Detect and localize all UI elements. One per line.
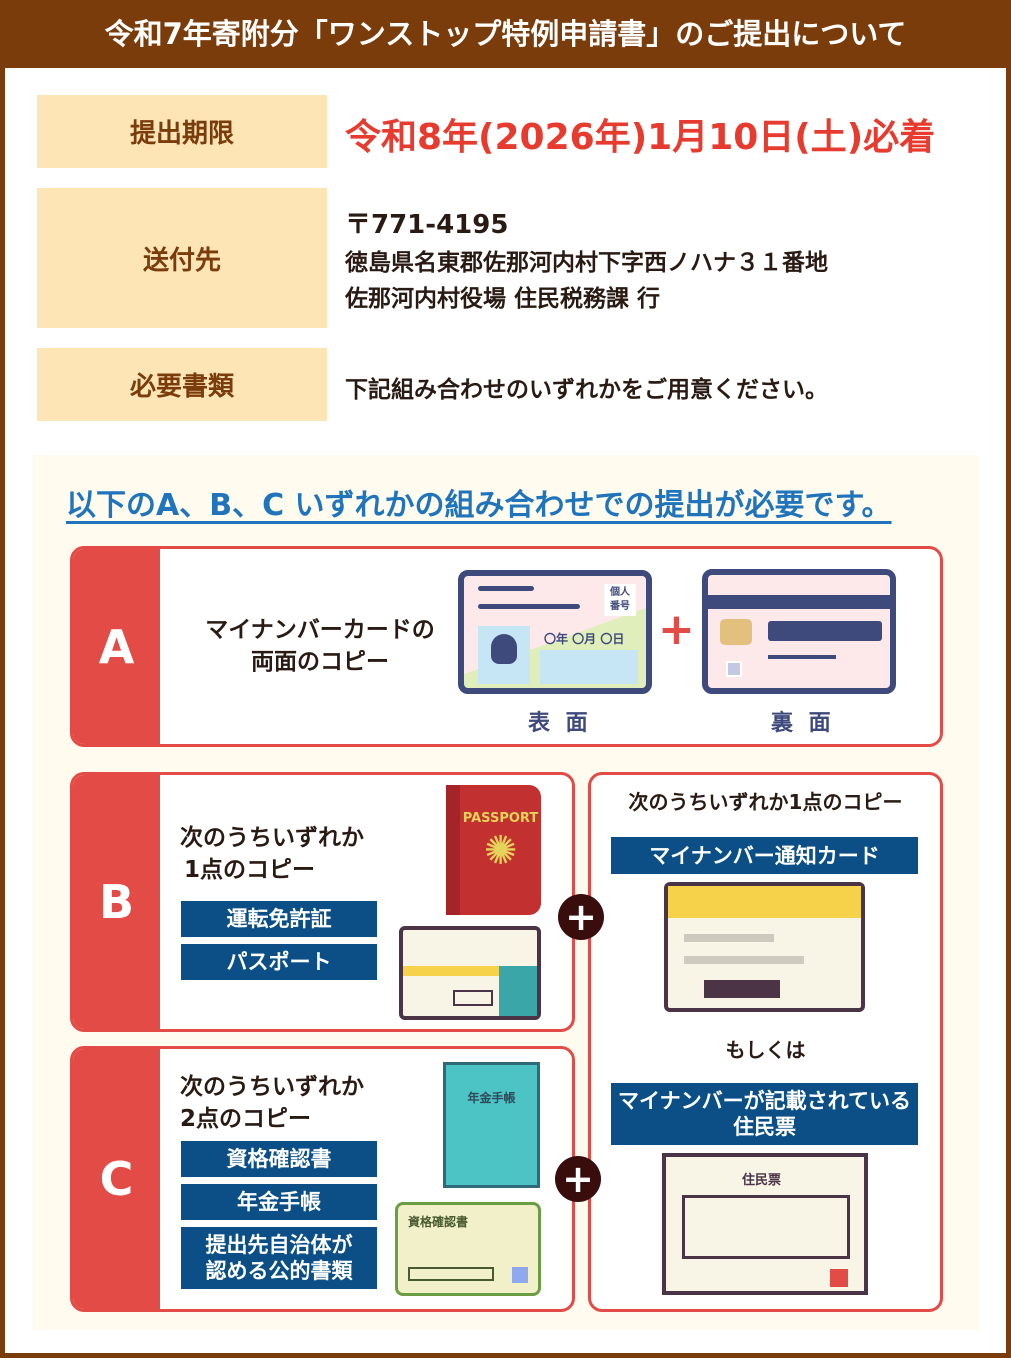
item-pension-book: 年金手帳 [181,1184,377,1220]
plus-icon-c: + [555,1156,601,1202]
qualification-cert-icon: 資格確認書 [395,1202,541,1296]
mynumber-card-front-icon: 個人番号 〇年 〇月 〇日 [458,570,652,694]
resident-record-line2: 住民票 [733,1115,796,1139]
card-badge1: 個人 [610,587,630,598]
pension-book-icon: 年金手帳 [443,1062,540,1188]
option-b-text: 次のうちいずれか 1点のコピー [180,822,364,886]
plus-icon-b: + [558,894,604,940]
option-b-letter: B [73,775,160,1029]
flower-icon: ✺ [483,828,518,874]
item-resident-record: マイナンバーが記載されている 住民票 [611,1083,918,1145]
option-b-text2: 1点のコピー [184,857,316,883]
deadline-value: 令和8年(2026年)1月10日(土)必着 [345,117,936,158]
or-text: もしくは [725,1038,806,1062]
address: 徳島県名東郡佐那河内村下字西ノハナ３１番地 [345,250,828,276]
item-passport: パスポート [181,944,377,980]
postal-code: 〒771-4195 [345,210,509,240]
right-box-title: 次のうちいずれか1点のコピー [628,790,903,814]
option-b-text1: 次のうちいずれか [180,825,364,851]
page-header: 令和7年寄附分「ワンストップ特例申請書」のご提出について [104,17,907,51]
license-icon [399,926,541,1020]
documents-label: 必要書類 [37,348,327,421]
options-subtitle: 以下のA、B、C いずれかの組み合わせでの提出が必要です。 [66,488,892,523]
option-c-text2: 2点のコピー [180,1106,312,1132]
plus-icon: + [658,604,695,655]
resident-record-line1: マイナンバーが記載されている [618,1089,911,1113]
option-a-text2: 両面のコピー [251,649,389,675]
passport-icon: PASSPORT ✺ [446,785,541,915]
mynumber-card-back-icon [702,569,896,694]
option-a-letter: A [73,549,160,744]
back-label: 裏 面 [771,711,835,736]
option-c-text1: 次のうちいずれか [180,1074,364,1100]
office: 佐那河内村役場 住民税務課 行 [345,286,661,312]
item-drivers-license: 運転免許証 [181,901,377,937]
option-c-letter: C [73,1049,160,1309]
resident-record-icon: 住民票 [662,1153,868,1295]
documents-value: 下記組み合わせのいずれかをご用意ください。 [345,377,828,403]
destination-label: 送付先 [37,188,327,328]
notification-card-icon [664,882,865,1012]
front-label: 表 面 [528,711,592,736]
item-public-document: 提出先自治体が 認める公的書類 [181,1227,377,1289]
deadline-label: 提出期限 [37,95,327,168]
item-notification-card: マイナンバー通知カード [611,837,918,874]
qual-text: 資格確認書 [408,1215,469,1229]
card-date: 〇年 〇月 〇日 [544,632,625,646]
option-a-text1: マイナンバーカードの [205,617,435,643]
passport-text: PASSPORT [462,811,539,826]
juminhyo-text: 住民票 [742,1173,782,1188]
option-a-text: マイナンバーカードの 両面のコピー [160,614,480,678]
option-c-text: 次のうちいずれか 2点のコピー [180,1071,364,1135]
person-icon [478,626,530,684]
card-badge2: 番号 [610,601,630,612]
item-qualification-cert: 資格確認書 [181,1141,377,1177]
pension-text: 年金手帳 [467,1091,516,1105]
